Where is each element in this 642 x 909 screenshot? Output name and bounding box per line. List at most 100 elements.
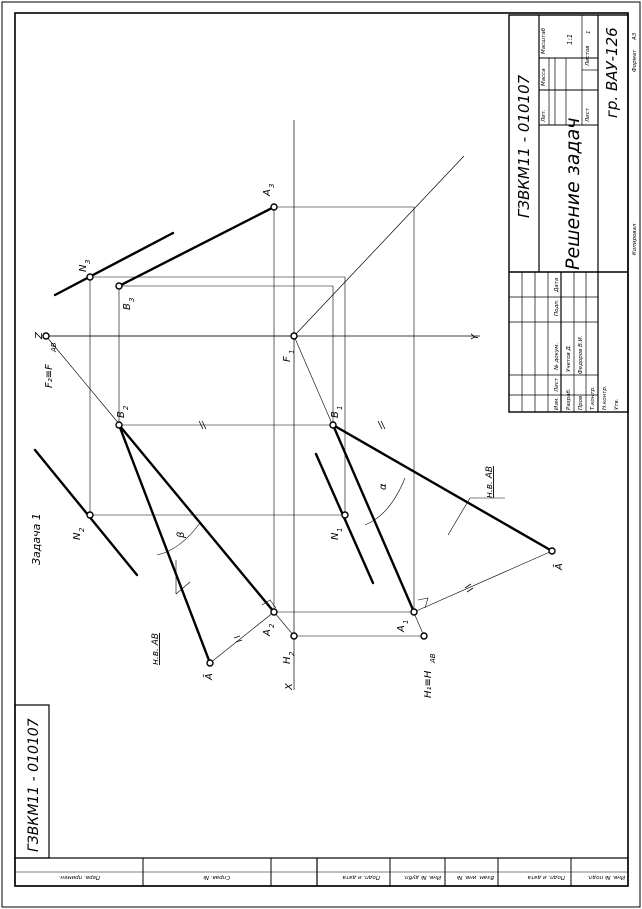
segment-A2B2 <box>117 423 276 614</box>
point-A3 <box>270 203 278 211</box>
label-Abar-right: Ā <box>552 563 565 571</box>
title-format-value: A3 <box>632 32 638 41</box>
title-sheets-count: 1 <box>586 31 592 35</box>
row-utv: Утв. <box>614 398 620 410</box>
label-A2-sub: 2 <box>268 623 276 628</box>
title-lit-label: Лит. <box>541 109 547 123</box>
axis-diagonal <box>293 155 465 337</box>
axis-y-label: Y <box>470 333 481 340</box>
title-drawing-name: Решение задач <box>562 118 584 270</box>
title-mass-label: Масса <box>541 68 547 86</box>
label-A3-sub: 3 <box>268 184 276 188</box>
title-format-label: Формат <box>632 49 638 72</box>
label-H1-sub: AB <box>429 653 437 664</box>
row-prov: Пров. <box>578 394 584 410</box>
title-sheet-label: Лист <box>585 107 591 123</box>
drawing-frame <box>14 12 629 887</box>
label-true-value-right: н.в. AB <box>485 466 495 498</box>
label-H2: H <box>282 656 293 664</box>
row-teacher: Федоров В.И. <box>578 335 584 374</box>
point-A1 <box>410 608 418 616</box>
points <box>42 203 556 667</box>
label-B3: B <box>122 303 133 310</box>
stamp-cell-4: Подп. и дата <box>342 874 380 880</box>
label-A3: A <box>262 189 273 197</box>
label-N3: N <box>78 264 89 272</box>
label-H1: H₁≡H <box>423 670 434 698</box>
point-B1 <box>329 421 337 429</box>
point-F1 <box>290 332 298 340</box>
segment-A1B1 <box>331 423 416 614</box>
point-H1 <box>420 632 428 640</box>
row-razrab: Разраб. <box>566 388 572 410</box>
point-Abar-left <box>206 659 214 667</box>
line-N2 <box>33 448 139 577</box>
point-B2 <box>115 421 123 429</box>
point-A2 <box>270 608 278 616</box>
point-H2 <box>290 632 298 640</box>
label-B3-sub: 3 <box>128 298 136 302</box>
title-scale: 1:1 <box>566 34 574 45</box>
label-beta: β <box>176 531 187 539</box>
axis-z-label: Z <box>34 331 45 340</box>
stamp-cell-0: Инв. № подл. <box>587 874 625 880</box>
point-Abar-right <box>548 547 556 555</box>
label-F1-sub: 1 <box>288 350 296 354</box>
label-N1: N <box>330 532 341 540</box>
title-copied-label: Копировал <box>632 223 638 255</box>
row-izm: Изм. <box>554 397 560 410</box>
title-group: гр. ВАУ-126 <box>603 27 621 118</box>
stamp-cell-2: Взам. инв. № <box>456 874 494 880</box>
point-F2 <box>42 332 50 340</box>
side-stamp <box>14 704 629 887</box>
label-F1: F <box>282 356 293 362</box>
side-doc-code: ГЗВКМ11 - 010107 <box>26 718 42 852</box>
true-length-bar-A-B2 <box>117 423 212 665</box>
label-A1: A <box>396 625 407 633</box>
task-title: Задача 1 <box>30 513 43 565</box>
title-doc-code: ГЗВКМ11 - 010107 <box>515 74 533 218</box>
label-N1-sub: 1 <box>336 528 344 532</box>
segment-A3B3 <box>117 205 276 288</box>
label-A2: A <box>262 629 273 637</box>
point-N1 <box>341 511 349 519</box>
row-list: Лист <box>554 377 560 393</box>
label-alpha: α <box>378 483 389 490</box>
label-B1: B <box>330 411 341 418</box>
label-B1-sub: 1 <box>336 406 344 410</box>
point-B3 <box>115 282 123 290</box>
label-F2-sub: AB <box>50 342 58 353</box>
label-Abar-left: Ā <box>202 673 215 681</box>
label-N2-sub: 2 <box>78 527 86 532</box>
line-N3 <box>53 231 175 297</box>
stamp-cell-6: Перв. примен. <box>58 874 100 880</box>
label-B2: B <box>116 411 127 418</box>
title-block <box>508 14 629 413</box>
label-A1-sub: 1 <box>402 620 410 624</box>
point-N3 <box>86 273 94 281</box>
stamp-cell-3: Инв. № дубл. <box>403 874 441 880</box>
label-B2-sub: 2 <box>122 405 130 410</box>
stamp-cell-5: Справ. № <box>203 874 230 880</box>
equality-marks <box>198 420 474 643</box>
row-tkontr: Т.контр. <box>590 386 596 410</box>
title-scale-label: Масштаб <box>541 27 547 54</box>
row-docnum: № докум. <box>554 343 560 371</box>
row-nkontr: Н.контр. <box>602 385 608 410</box>
axis-x-label: X <box>284 682 295 691</box>
label-N2: N <box>72 532 83 540</box>
row-date: Дата <box>554 277 560 293</box>
stamp-cell-1: Подп. и дата <box>527 874 565 880</box>
label-N3-sub: 3 <box>84 260 92 264</box>
label-F2: F₂≡F <box>44 364 55 388</box>
label-true-value-left: н.в. AB <box>151 633 161 665</box>
main-segments <box>33 205 554 665</box>
label-H2-sub: 2 <box>288 651 296 656</box>
row-student: Учетов Д. <box>566 344 572 372</box>
row-sign: Подп. <box>554 299 560 316</box>
point-N2 <box>86 511 94 519</box>
true-length-bar-A-B1 <box>331 423 554 553</box>
title-sheets-label: Листов <box>585 45 591 67</box>
